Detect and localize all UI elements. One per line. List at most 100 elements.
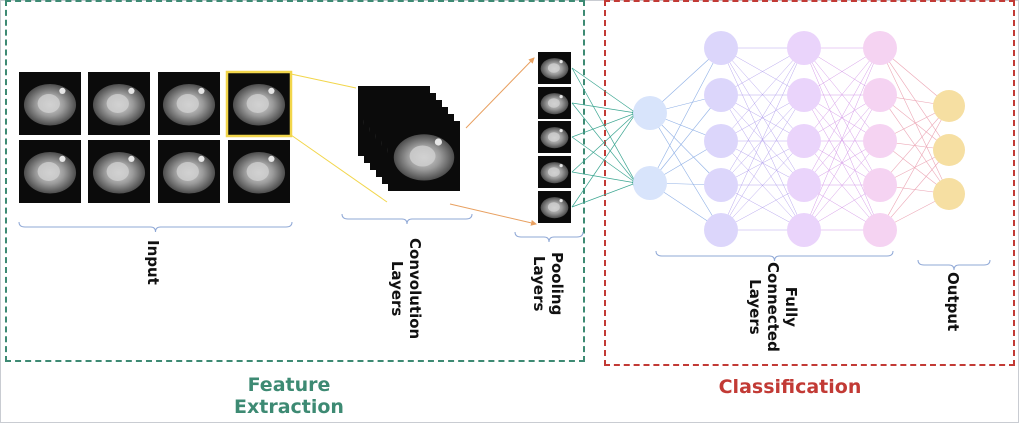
pooling-label-line1: Pooling (548, 252, 566, 316)
arrow-to-pooling-bottom (449, 203, 537, 226)
pooling-brace (514, 231, 584, 243)
edge-in-2-h1-2 (649, 94, 722, 184)
pooling-feature-maps (538, 52, 571, 223)
edge-h3-5-out-1 (879, 105, 950, 231)
pooling-label-line2: Layers (530, 255, 548, 312)
fully-connected-label: Fully Connected Layers (746, 262, 800, 352)
edge-h1-5-h2-3 (720, 140, 805, 231)
edge-h1-3-h2-1 (720, 47, 805, 142)
edge-pool-4-to-node-1 (571, 112, 637, 173)
edge-pool-1-to-node-1 (571, 67, 637, 114)
pool-map-2 (538, 87, 571, 119)
hidden-2-node-2 (787, 78, 821, 112)
convolution-label: Convolution Layers (388, 238, 424, 339)
edge-pool-2-to-node-2 (571, 102, 637, 184)
hidden-2-node-1 (787, 31, 821, 65)
ct-slice-3 (158, 72, 220, 135)
hidden-3-node-1 (863, 31, 897, 65)
network-nodes (633, 31, 965, 247)
ct-slice-4 (228, 72, 290, 135)
input-brace (18, 221, 293, 233)
fully-connected-label-line3: Layers (746, 279, 764, 335)
output-node-2 (933, 134, 965, 166)
edge-h2-5-h3-2 (803, 94, 881, 231)
arrow-to-pooling-top (465, 57, 535, 129)
feature-extraction-box (5, 0, 585, 362)
output-label-text: Output (944, 272, 962, 332)
edge-h2-3-h3-1 (803, 47, 881, 142)
hidden-2-node-5 (787, 213, 821, 247)
edge-h3-5-out-2 (879, 149, 950, 231)
hidden-2-node-4 (787, 168, 821, 202)
hidden-1-node-1 (704, 31, 738, 65)
input-label: Input (144, 240, 162, 285)
ct-slice-2 (88, 72, 150, 135)
pool-map-5 (538, 191, 571, 223)
edge-h1-4-h2-1 (720, 47, 805, 186)
hidden-1-node-3 (704, 124, 738, 158)
edge-pool-5-to-node-2 (571, 182, 637, 208)
ct-slice-6 (88, 140, 150, 203)
input-ct-slices (19, 72, 290, 203)
output-node-3 (933, 178, 965, 210)
input-node-1 (633, 96, 667, 130)
ct-slice-7 (158, 140, 220, 203)
hidden-1-node-4 (704, 168, 738, 202)
classification-title: Classification (718, 376, 862, 398)
fully-connected-label-line2: Connected (764, 262, 782, 352)
conv-map-6 (388, 121, 460, 191)
hidden-3-node-5 (863, 213, 897, 247)
edge-in-2-h1-1 (649, 47, 722, 184)
classification-box (604, 0, 1015, 366)
hidden-2-node-3 (787, 124, 821, 158)
hidden-1-node-2 (704, 78, 738, 112)
edge-h1-4-h2-2 (720, 94, 805, 186)
edge-pool-5-to-node-1 (571, 112, 637, 208)
output-label: Output (944, 272, 962, 331)
edge-pool-3-to-node-1 (571, 112, 637, 138)
edge-pool-1-to-node-2 (571, 67, 637, 184)
fully-connected-brace (655, 250, 894, 262)
edge-in-1-h1-5 (649, 112, 722, 231)
ct-slice-1 (19, 72, 81, 135)
feature-extraction-title-line2: Extraction (234, 396, 344, 418)
feature-extraction-title-line1: Feature (247, 374, 331, 396)
ct-slice-5 (19, 140, 81, 203)
edge-h3-2-out-3 (879, 94, 950, 195)
edge-h3-4-out-1 (879, 105, 950, 186)
hidden-3-node-4 (863, 168, 897, 202)
output-brace (917, 259, 991, 271)
edge-h2-5-h3-3 (803, 140, 881, 231)
edge-h2-4-h3-2 (803, 94, 881, 186)
projection-line-bottom (290, 134, 388, 203)
projection-line-top (290, 73, 357, 89)
fully-connected-label-line1: Fully (782, 286, 800, 328)
edge-h1-5-h2-1 (720, 47, 805, 231)
edge-pool-4-to-node-2 (571, 171, 637, 185)
convolution-label-line1: Convolution (406, 238, 424, 340)
pool-map-3 (538, 121, 571, 153)
ct-slice-8 (228, 140, 290, 203)
edge-h1-5-h2-2 (720, 94, 805, 231)
input-label-text: Input (144, 240, 162, 285)
hidden-1-node-5 (704, 213, 738, 247)
hidden-3-node-3 (863, 124, 897, 158)
hidden-3-node-2 (863, 78, 897, 112)
edge-h3-1-out-3 (879, 47, 950, 195)
output-node-1 (933, 90, 965, 122)
edge-h2-4-h3-1 (803, 47, 881, 186)
pool-map-4 (538, 156, 571, 188)
convolution-label-line2: Layers (388, 260, 406, 317)
convolution-brace (341, 213, 473, 225)
feature-extraction-title: Feature Extraction (224, 374, 354, 418)
edge-h3-1-out-2 (879, 47, 950, 151)
layer-braces (18, 213, 991, 271)
pooling-label: Pooling Layers (530, 252, 566, 315)
edge-h2-5-h3-1 (803, 47, 881, 231)
selected-slice-highlight (225, 70, 293, 138)
edge-pool-2-to-node-1 (571, 102, 637, 115)
convolution-feature-maps (358, 86, 460, 191)
input-node-2 (633, 166, 667, 200)
